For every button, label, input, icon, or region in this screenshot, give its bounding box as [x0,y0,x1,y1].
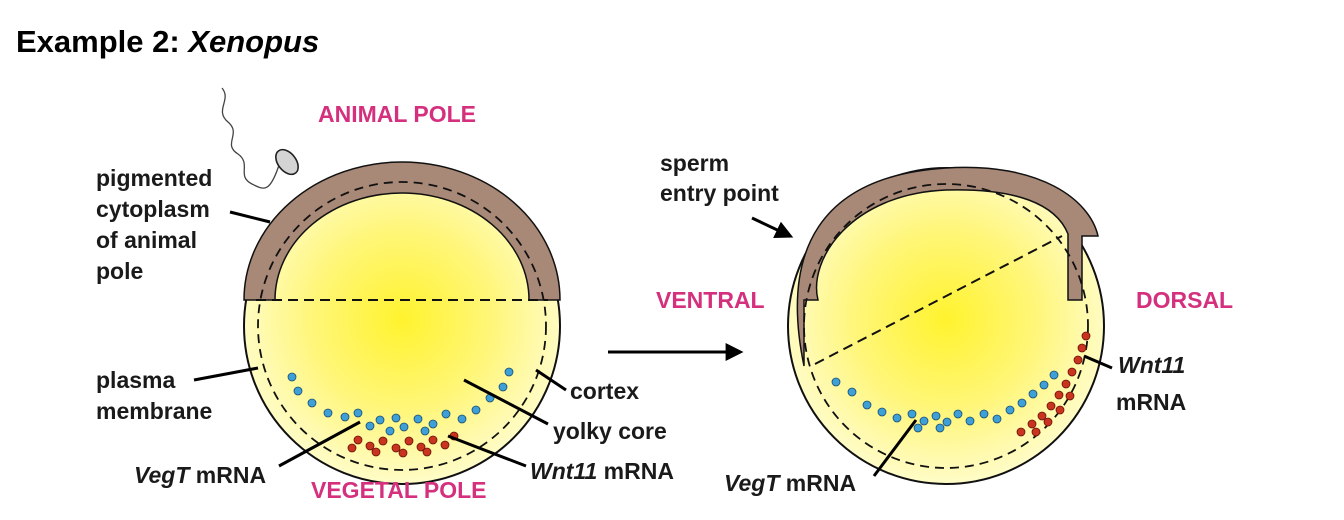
plasma-membrane-pointer [193,366,259,382]
cortex-label: cortex [570,378,639,404]
left-wnt11-label: Wnt11 mRNA [530,458,674,484]
left-egg [221,87,561,485]
pigmented-pointer [229,210,271,224]
left-wnt11-pointer [447,434,527,468]
right-vegT-dots [831,370,1059,433]
yolky-core-label: yolky core [553,418,667,444]
right-egg [787,166,1105,485]
plasma-membrane-label: plasma membrane [96,367,212,424]
right-pigmented-cap [796,166,1099,367]
dorsal-label: DORSAL [1136,287,1233,313]
right-vegT-pointer [872,419,918,477]
animal-pole-label: ANIMAL POLE [318,101,476,127]
right-wnt11-pointer [1083,354,1113,370]
left-vegT-pointer [278,420,361,468]
sperm-entry-pointer [751,216,794,238]
vegetal-pole-label: VEGETAL POLE [311,477,487,503]
right-wnt11-label: Wnt11 mRNA [1116,352,1192,415]
right-wnt11-dots [1016,331,1091,437]
pigmented-cytoplasm-label: pigmented cytoplasm of animal pole [96,165,219,284]
ventral-label: VENTRAL [656,287,765,313]
sperm-icon [221,87,299,189]
right-cortex-line [803,183,1089,469]
yolky-core-pointer [463,378,549,426]
cortex-pointer [535,368,567,392]
left-vegT-dots [287,367,514,436]
page-title: Example 2: Xenopus [16,24,319,59]
left-vegT-label: VegT mRNA [134,462,266,488]
right-vegT-label: VegT mRNA [724,470,856,496]
left-pigmented-cap [243,161,561,301]
right-tilt-line [814,235,1063,365]
left-cortex-line [257,181,547,471]
sperm-entry-label: sperm entry point [660,150,779,206]
